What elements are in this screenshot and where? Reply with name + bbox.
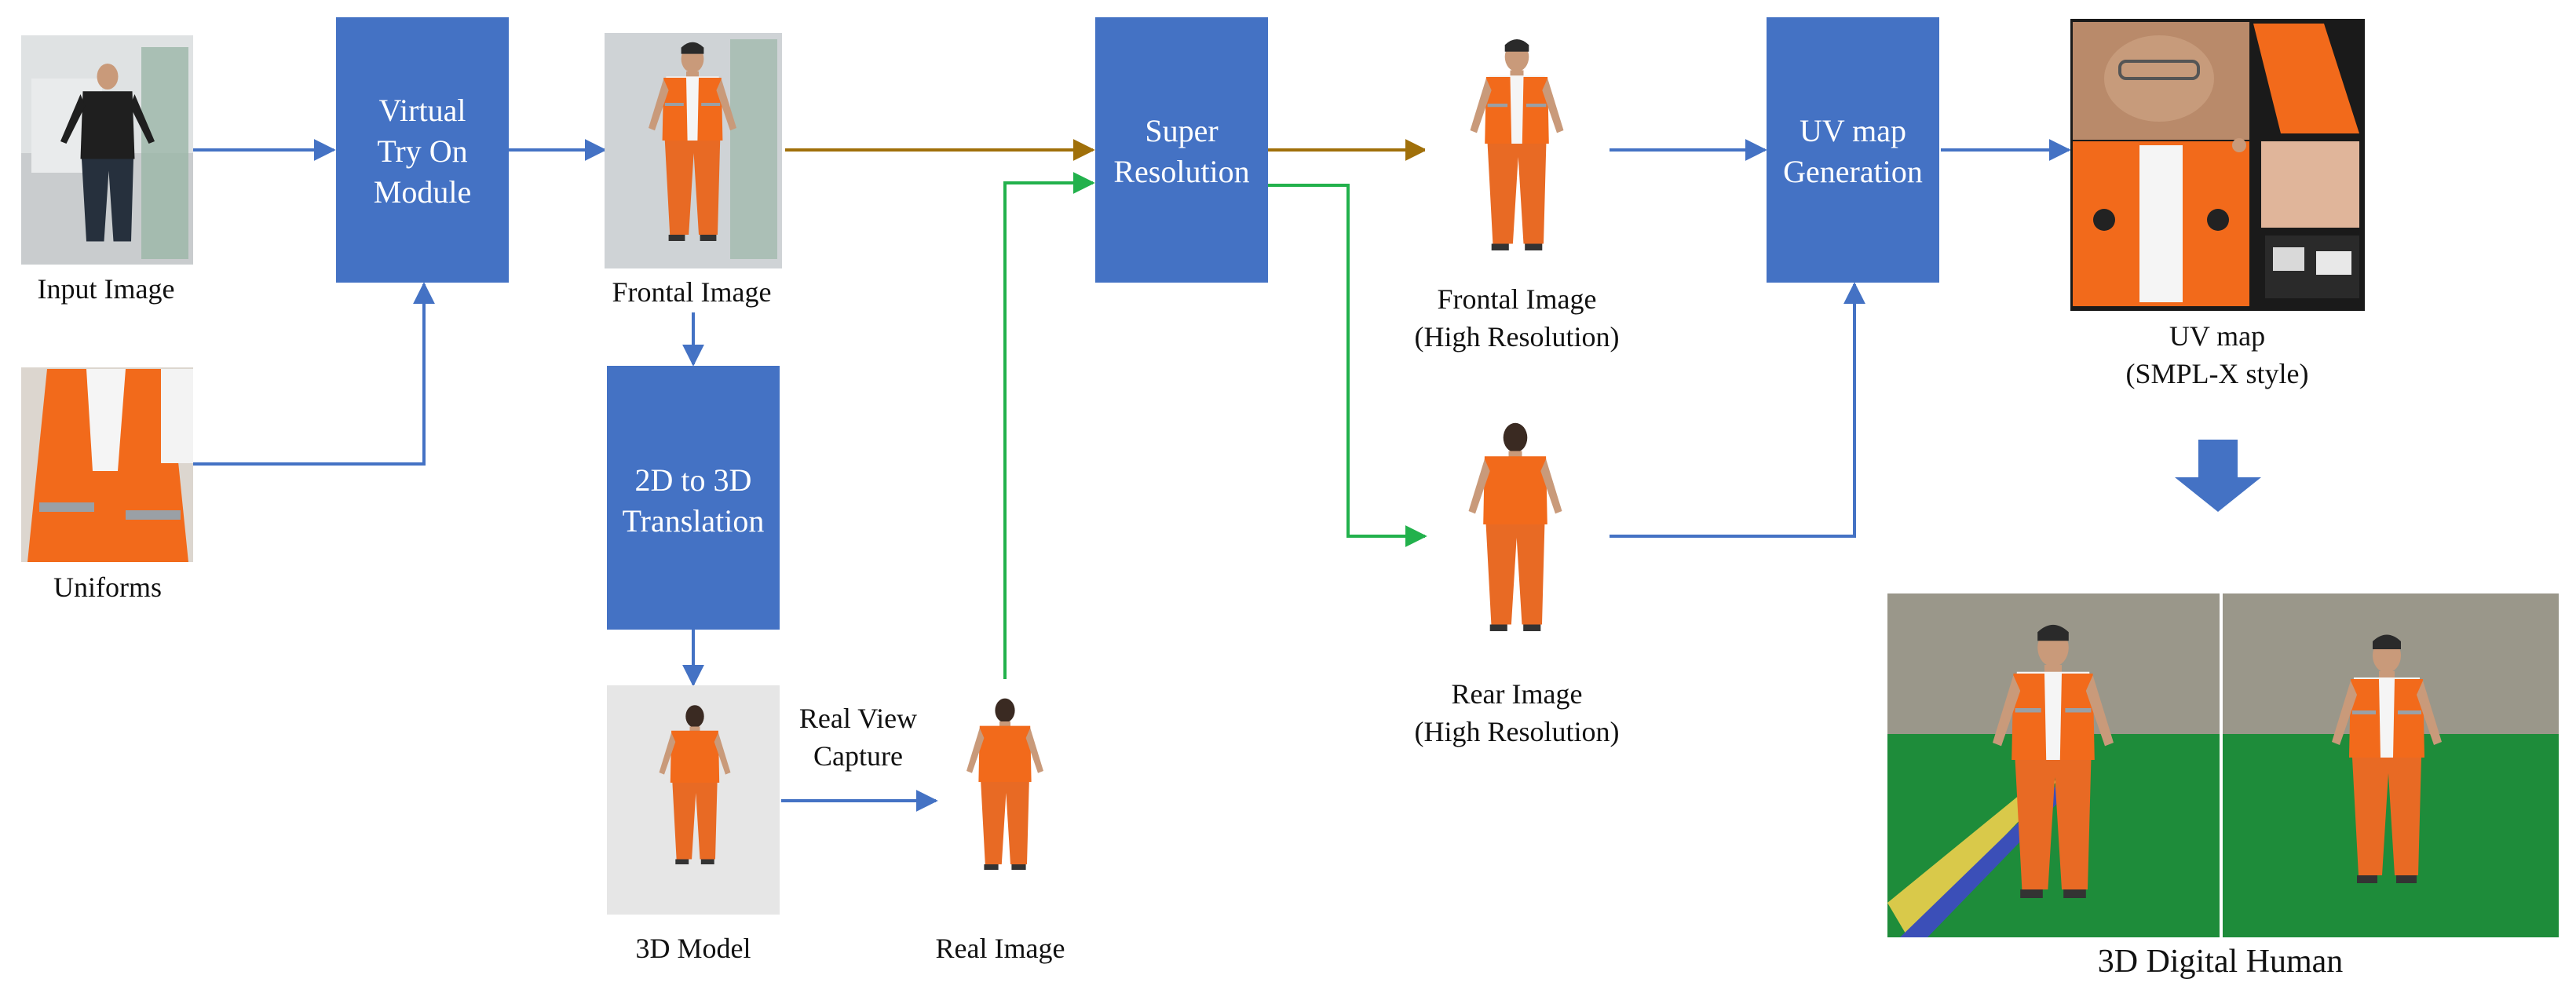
caption-rear-hr: Rear Image(High Resolution) (1415, 678, 1620, 747)
module-2d-to-3d-translation: 2D to 3D Translation (607, 366, 780, 630)
uvgen-line-2: Generation (1783, 154, 1923, 189)
input-image (21, 35, 193, 265)
digital-human-render (1887, 593, 2559, 937)
caption-uniforms: Uniforms (53, 572, 162, 603)
tryon-line-2: Try On (377, 133, 467, 169)
arrow-realimage-to-superres (1003, 172, 1095, 679)
caption-3d-digital-human: 3D Digital Human (2098, 944, 2344, 980)
translation-line-2: Translation (623, 503, 765, 539)
caption-3d-model: 3D Model (636, 933, 751, 964)
real-image (966, 698, 1043, 870)
uv-map-image (2070, 19, 2365, 311)
caption-uv-map: UV map(SMPL-X style) (2126, 320, 2309, 389)
superres-line-1: Super (1145, 113, 1218, 148)
down-arrow-icon (2175, 440, 2261, 512)
tryon-line-1: Virtual (379, 93, 466, 128)
caption-input-image: Input Image (38, 273, 175, 305)
caption-real-image: Real Image (936, 933, 1065, 964)
arrow-rearhr-to-uvgen (1610, 282, 1865, 538)
frontal-image (605, 33, 782, 268)
rear-hr-image (1468, 422, 1562, 631)
caption-frontal-image: Frontal Image (612, 276, 772, 308)
arrow-uniforms-to-tryon (193, 282, 435, 466)
translation-line-1: 2D to 3D (635, 462, 752, 498)
caption-frontal-hr: Frontal Image(High Resolution) (1415, 283, 1620, 352)
uvgen-line-1: UV map (1800, 113, 1906, 148)
3d-model-image (607, 685, 780, 915)
frontal-hr-image (1425, 24, 1610, 276)
superres-line-2: Resolution (1113, 154, 1249, 189)
uniforms-image (21, 367, 193, 562)
arrow-superres-to-rearhr (1268, 184, 1427, 547)
connectors (193, 139, 2071, 812)
tryon-line-3: Module (374, 174, 471, 210)
